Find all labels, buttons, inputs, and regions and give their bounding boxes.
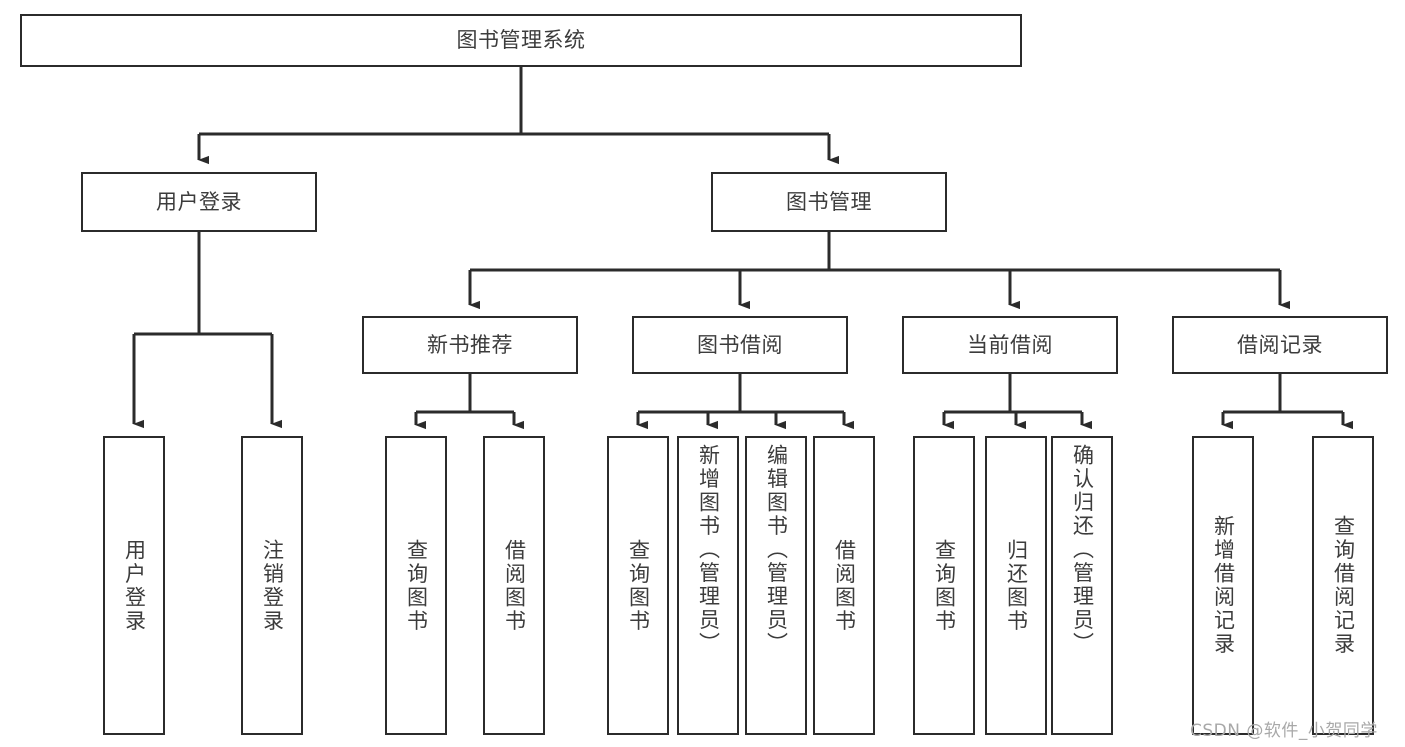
node-leaf-query-record[interactable]: 查询借阅记录 (1312, 436, 1374, 735)
node-root[interactable]: 图书管理系统 (20, 14, 1022, 67)
node-leaf-confirm-return[interactable]: 确认归还（管理员） (1051, 436, 1113, 735)
node-new-book-recommend[interactable]: 新书推荐 (362, 316, 578, 374)
node-book-manage-label: 图书管理 (786, 189, 872, 214)
node-book-manage[interactable]: 图书管理 (711, 172, 947, 232)
node-leaf-borrow-book-1-label: 借阅图书 (502, 538, 527, 633)
node-leaf-query-book-1[interactable]: 查询图书 (385, 436, 447, 735)
node-user-login[interactable]: 用户登录 (81, 172, 317, 232)
node-new-book-recommend-label: 新书推荐 (427, 332, 513, 357)
node-leaf-edit-book-label: 编辑图书（管理员） (764, 444, 789, 656)
node-book-borrow[interactable]: 图书借阅 (632, 316, 848, 374)
node-leaf-add-record-label: 新增借阅记录 (1211, 515, 1236, 656)
node-borrow-record-label: 借阅记录 (1237, 332, 1323, 357)
node-borrow-record[interactable]: 借阅记录 (1172, 316, 1388, 374)
node-current-borrow-label: 当前借阅 (967, 332, 1053, 357)
node-leaf-query-book-2[interactable]: 查询图书 (607, 436, 669, 735)
node-leaf-add-book[interactable]: 新增图书（管理员） (677, 436, 739, 735)
node-leaf-query-book-2-label: 查询图书 (626, 538, 651, 633)
node-leaf-add-book-label: 新增图书（管理员） (696, 444, 721, 656)
node-leaf-query-book-3[interactable]: 查询图书 (913, 436, 975, 735)
node-leaf-user-login[interactable]: 用户登录 (103, 436, 165, 735)
node-leaf-user-login-label: 用户登录 (122, 538, 147, 633)
node-leaf-return-book-label: 归还图书 (1004, 538, 1029, 633)
node-book-borrow-label: 图书借阅 (697, 332, 783, 357)
node-leaf-logout-login-label: 注销登录 (260, 538, 285, 633)
node-leaf-return-book[interactable]: 归还图书 (985, 436, 1047, 735)
node-leaf-logout-login[interactable]: 注销登录 (241, 436, 303, 735)
node-user-login-label: 用户登录 (156, 189, 242, 214)
node-leaf-borrow-book-1[interactable]: 借阅图书 (483, 436, 545, 735)
node-leaf-borrow-book-2[interactable]: 借阅图书 (813, 436, 875, 735)
node-leaf-edit-book[interactable]: 编辑图书（管理员） (745, 436, 807, 735)
node-leaf-borrow-book-2-label: 借阅图书 (832, 538, 857, 633)
node-leaf-add-record[interactable]: 新增借阅记录 (1192, 436, 1254, 735)
node-current-borrow[interactable]: 当前借阅 (902, 316, 1118, 374)
node-leaf-query-book-1-label: 查询图书 (404, 538, 429, 633)
node-leaf-query-record-label: 查询借阅记录 (1331, 515, 1356, 656)
node-leaf-confirm-return-label: 确认归还（管理员） (1070, 444, 1095, 656)
node-root-label: 图书管理系统 (456, 28, 586, 53)
node-leaf-query-book-3-label: 查询图书 (932, 538, 957, 633)
